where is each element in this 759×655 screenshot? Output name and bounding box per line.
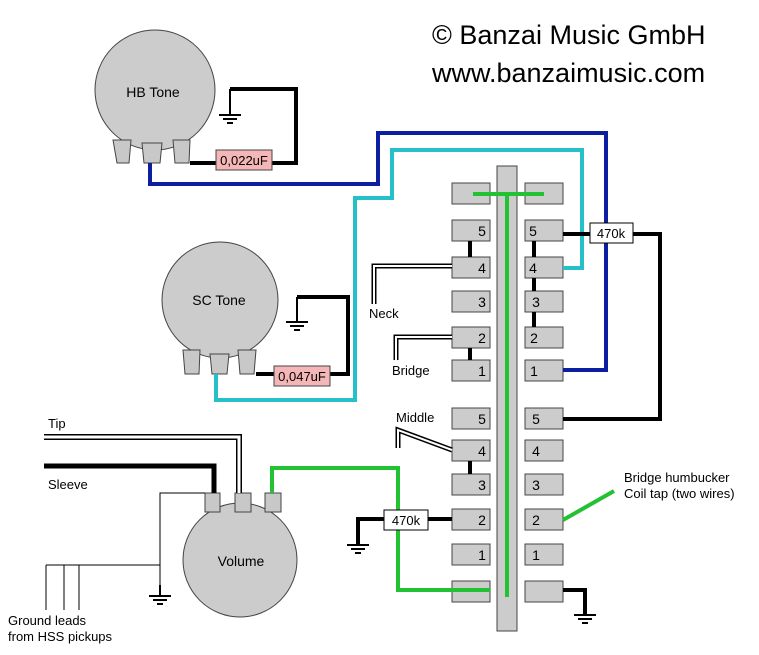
ground-symbol xyxy=(219,89,241,124)
neck-label: Neck xyxy=(369,306,399,321)
jack-leads xyxy=(44,434,242,585)
wire-blue xyxy=(148,131,608,372)
resistor-top-label: 470k xyxy=(597,226,626,241)
bridge-label: Bridge xyxy=(392,363,430,378)
switch-lug-label: 3 xyxy=(532,294,540,310)
hb-tone-pot: HB Tone xyxy=(94,29,216,164)
switch-lug-bottom-right xyxy=(524,580,564,603)
resistor-top: 470k xyxy=(589,222,634,244)
capacitor-sc: 0,047uF xyxy=(273,365,331,387)
switch-lug-label: 5 xyxy=(532,411,540,427)
switch-lug-label: 3 xyxy=(532,477,540,493)
switch-lug-label: 4 xyxy=(478,443,486,459)
capacitor-hb-label: 0,022uF xyxy=(220,153,268,168)
switch-lug-label: 2 xyxy=(530,330,538,346)
switch-lug-label: 3 xyxy=(478,294,486,310)
resistor-bottom-label: 470k xyxy=(392,513,421,528)
switch-lug-label: 5 xyxy=(478,223,486,239)
tip-label: Tip xyxy=(48,416,66,431)
volume-label: Volume xyxy=(218,553,265,569)
switch-lug-label: 1 xyxy=(478,363,486,379)
capacitor-hb: 0,022uF xyxy=(215,149,273,171)
sc-tone-label: SC Tone xyxy=(192,292,246,308)
switch-lug-label: 2 xyxy=(478,330,486,346)
switch-lug-label: 3 xyxy=(478,477,486,493)
coil-tap-label-line1: Bridge humbucker xyxy=(624,470,730,485)
ground-symbol xyxy=(574,614,596,624)
switch-lug-label: 4 xyxy=(529,260,537,276)
middle-label: Middle xyxy=(396,410,434,425)
coil-tap-label-line2: Coil tap (two wires) xyxy=(624,486,735,501)
sleeve-label: Sleeve xyxy=(48,477,88,492)
switch-lug-label: 5 xyxy=(478,411,486,427)
wire-coil-tap xyxy=(562,489,615,522)
hss-ground-leads xyxy=(45,564,160,610)
copyright-text: © Banzai Music GmbH xyxy=(432,20,706,50)
ground-symbol xyxy=(149,585,171,605)
ground-symbol xyxy=(347,544,369,554)
ground-leads-label-line2: from HSS pickups xyxy=(8,629,113,644)
switch-lug-label: 1 xyxy=(532,547,540,563)
hb-tone-label: HB Tone xyxy=(126,84,180,100)
switch-lug-label: 4 xyxy=(478,260,486,276)
switch-lower-right: 5 4 3 2 1 xyxy=(524,407,564,566)
volume-pot: Volume xyxy=(182,492,298,618)
sc-tone-pot: SC Tone xyxy=(161,241,279,375)
switch-lug-label: 4 xyxy=(532,443,540,459)
switch-lug-label: 1 xyxy=(478,547,486,563)
switch-lug-label: 1 xyxy=(530,363,538,379)
switch-upper-right: 5 4 3 2 1 xyxy=(524,219,564,382)
ground-symbol xyxy=(286,297,308,331)
website-url: www.banzaimusic.com xyxy=(432,58,706,88)
ground-leads-label-line1: Ground leads xyxy=(8,613,87,628)
resistor-bottom: 470k xyxy=(383,509,429,531)
switch-upper-left: 5 4 3 2 1 xyxy=(451,219,491,382)
pickup-leads xyxy=(371,263,453,453)
switch-lug-label: 2 xyxy=(532,512,540,528)
wire-cyan xyxy=(214,148,584,402)
switch-lower-left: 5 4 3 2 1 xyxy=(451,407,491,566)
switch-lug-label: 2 xyxy=(478,512,486,528)
switch-lug-label: 5 xyxy=(529,223,537,239)
capacitor-sc-label: 0,047uF xyxy=(278,369,326,384)
wire-green xyxy=(270,466,490,592)
